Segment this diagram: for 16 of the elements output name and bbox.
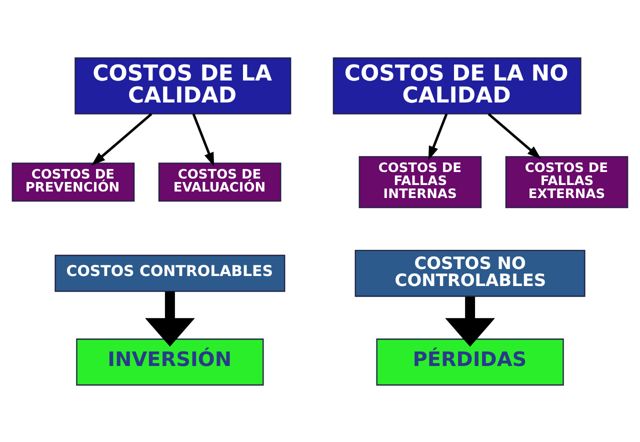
node-box: INVERSIÓN — [76, 338, 264, 386]
arrow — [192, 112, 214, 166]
node-box: COSTOS DE FALLAS EXTERNAS — [505, 156, 628, 208]
arrow — [91, 112, 152, 166]
arrow — [428, 112, 448, 160]
node-box: COSTOS CONTROLABLES — [54, 254, 286, 292]
node-box: PÉRDIDAS — [376, 338, 564, 386]
arrow — [488, 112, 542, 159]
arrow — [145, 290, 195, 346]
node-box: COSTOS DE LA CALIDAD — [74, 56, 292, 114]
node-box: COSTOS DE FALLAS INTERNAS — [358, 156, 482, 208]
node-box: COSTOS DE PREVENCIÓN — [12, 162, 135, 202]
arrow — [445, 296, 495, 346]
node-box: COSTOS DE LA NO CALIDAD — [332, 56, 582, 114]
node-box: COSTOS DE EVALUACIÓN — [158, 162, 282, 202]
node-box: COSTOS NO CONTROLABLES — [354, 249, 586, 296]
